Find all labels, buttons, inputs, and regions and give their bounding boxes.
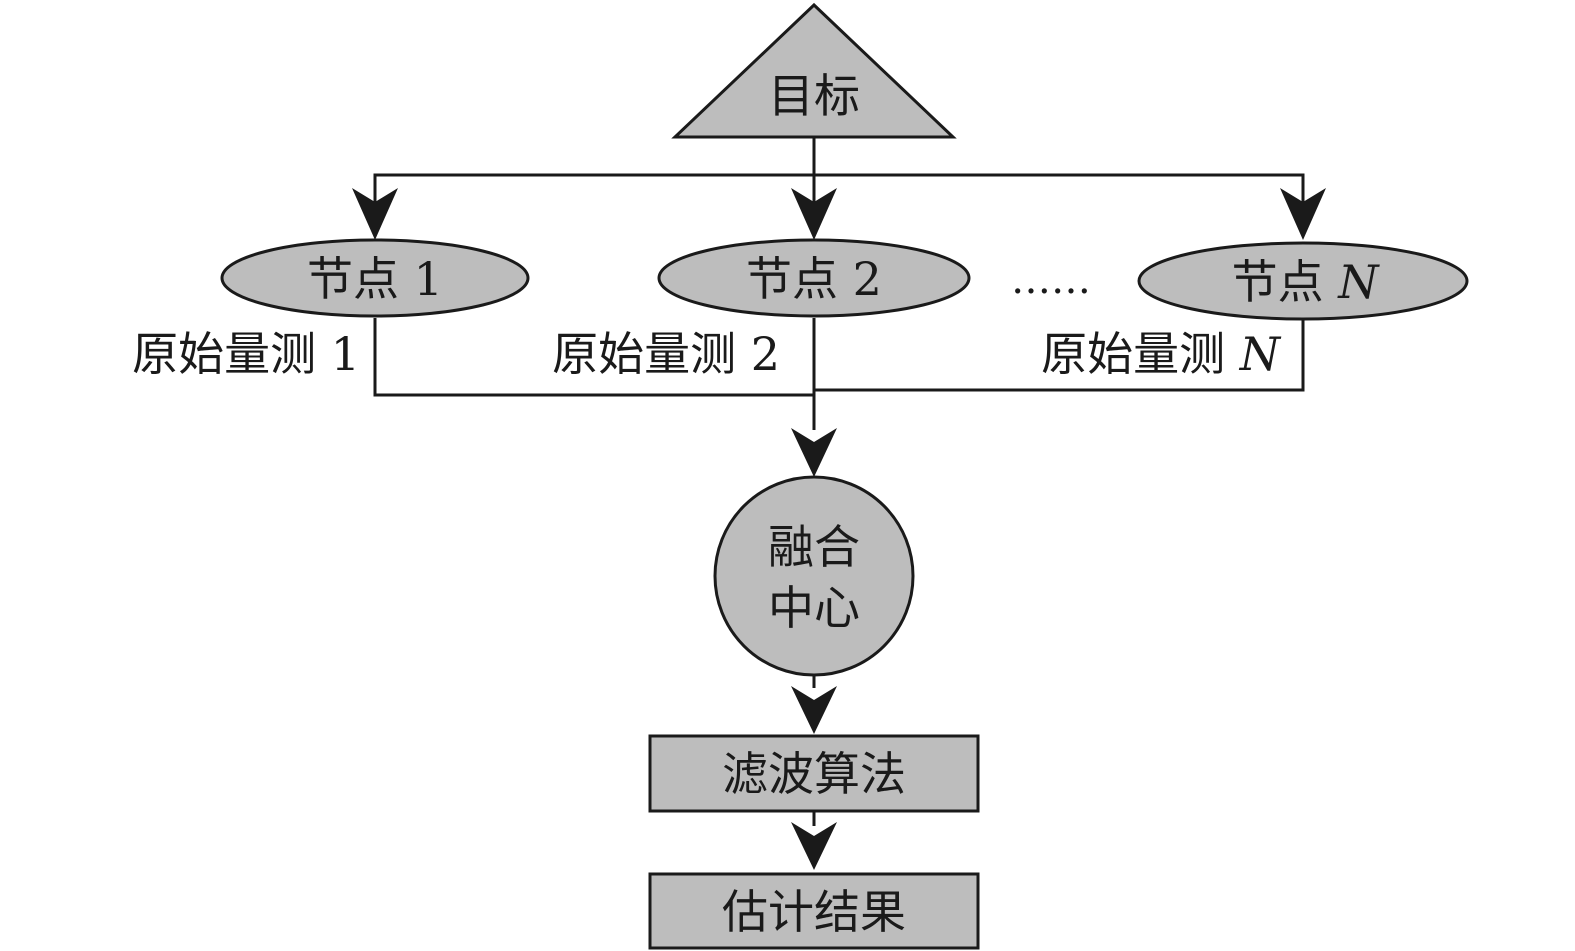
node-2-ellipse [657,238,971,318]
estimation-result-label: 估计结果 [722,885,906,939]
fusion-center-label-line2: 中心 [768,581,860,635]
connector-target-nodeN [814,173,1305,202]
arrow-nodeN [1280,188,1326,240]
target-triangle [671,2,957,139]
measurement-N-label: 原始量测 N [1041,327,1282,381]
target-label: 目标 [768,69,860,123]
filter-algorithm-label: 滤波算法 [722,747,906,801]
arrowheads [352,188,1326,870]
arrow-fusion [791,428,837,477]
arrow-node1 [352,188,398,240]
fusion-center-label-line1: 融合 [768,520,860,574]
fusion-center-circle [713,475,915,677]
arrow-result [791,822,837,870]
measurement-1-label: 原始量测 1 [132,327,360,381]
arrow-filter [791,686,837,734]
estimation-result-box [648,872,980,950]
measurement-2-label: 原始量测 2 [552,327,780,381]
connectors [373,137,1305,826]
filter-algorithm-box [648,734,980,813]
node-ellipsis: …… [1011,257,1091,303]
connector-nodeN-fusion [814,318,1305,392]
connector-target-node1 [373,137,816,202]
node-N-label: 节点 N [1232,255,1381,309]
arrow-node2 [791,188,837,240]
node-2-label: 节点 2 [746,252,882,306]
node-1-label: 节点 1 [307,252,443,306]
node-1-ellipse [220,238,530,318]
node-N-ellipse [1137,241,1469,321]
